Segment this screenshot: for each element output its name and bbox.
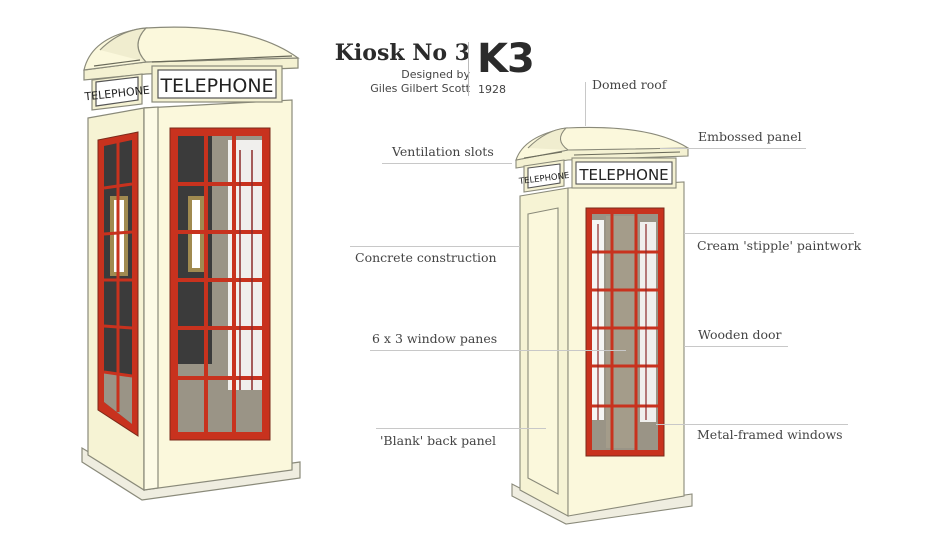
label-window-panes: 6 x 3 window panes [372, 331, 498, 346]
label-wooden-door: Wooden door [698, 327, 782, 342]
small-kiosk-base [511, 483, 693, 525]
leader-window-panes [370, 350, 626, 351]
kiosk-code: K3 [477, 36, 535, 82]
label-metal-windows: Metal-framed windows [697, 427, 843, 442]
large-front-window [169, 127, 271, 441]
title-block: Kiosk No 3 Designed by Giles Gilbert Sco… [300, 38, 470, 96]
large-kiosk-roof-ridge [99, 27, 148, 63]
leader-back-panel [376, 428, 546, 429]
small-sign-front-panel [575, 161, 673, 185]
large-kiosk-vent [93, 59, 141, 67]
leader-embossed-panel [660, 148, 806, 149]
large-side-window [97, 131, 139, 437]
label-back-panel: 'Blank' back panel [380, 433, 497, 448]
leader-paintwork [684, 233, 854, 234]
small-kiosk-vent-2 [573, 151, 681, 156]
label-domed-roof: Domed roof [592, 77, 667, 92]
large-sign-front-text: TELEPHONE [159, 75, 273, 97]
small-kiosk-vent [523, 151, 563, 159]
small-front-window [585, 207, 665, 457]
small-sign-side-panel [527, 163, 561, 189]
label-concrete-construction: Concrete construction [355, 250, 497, 265]
large-kiosk-base [81, 446, 301, 501]
leader-wooden-door [684, 346, 788, 347]
label-ventilation-slots: Ventilation slots [392, 144, 494, 159]
large-kiosk-vent-2 [151, 55, 293, 63]
leader-ventilation [382, 163, 512, 164]
kiosk-title: Kiosk No 3 [334, 40, 470, 66]
large-sign-front-panel [157, 69, 277, 99]
designer-name: Giles Gilbert Scott [370, 82, 470, 95]
label-embossed-panel: Embossed panel [698, 129, 802, 144]
large-sign-side-panel [95, 76, 139, 107]
small-kiosk-roof-ridge [527, 127, 569, 151]
small-sign-front-text: TELEPHONE [578, 166, 668, 184]
label-paintwork: Cream 'stipple' paintwork [697, 238, 862, 253]
large-kiosk-corner [143, 106, 159, 491]
leader-concrete [350, 246, 520, 247]
title-divider [468, 42, 469, 96]
small-kiosk-back-panel [527, 207, 559, 495]
leader-metal-windows [656, 424, 848, 425]
leader-domed-roof [585, 82, 586, 126]
design-year: 1928 [478, 83, 506, 96]
designed-by-label: Designed by [401, 68, 470, 81]
